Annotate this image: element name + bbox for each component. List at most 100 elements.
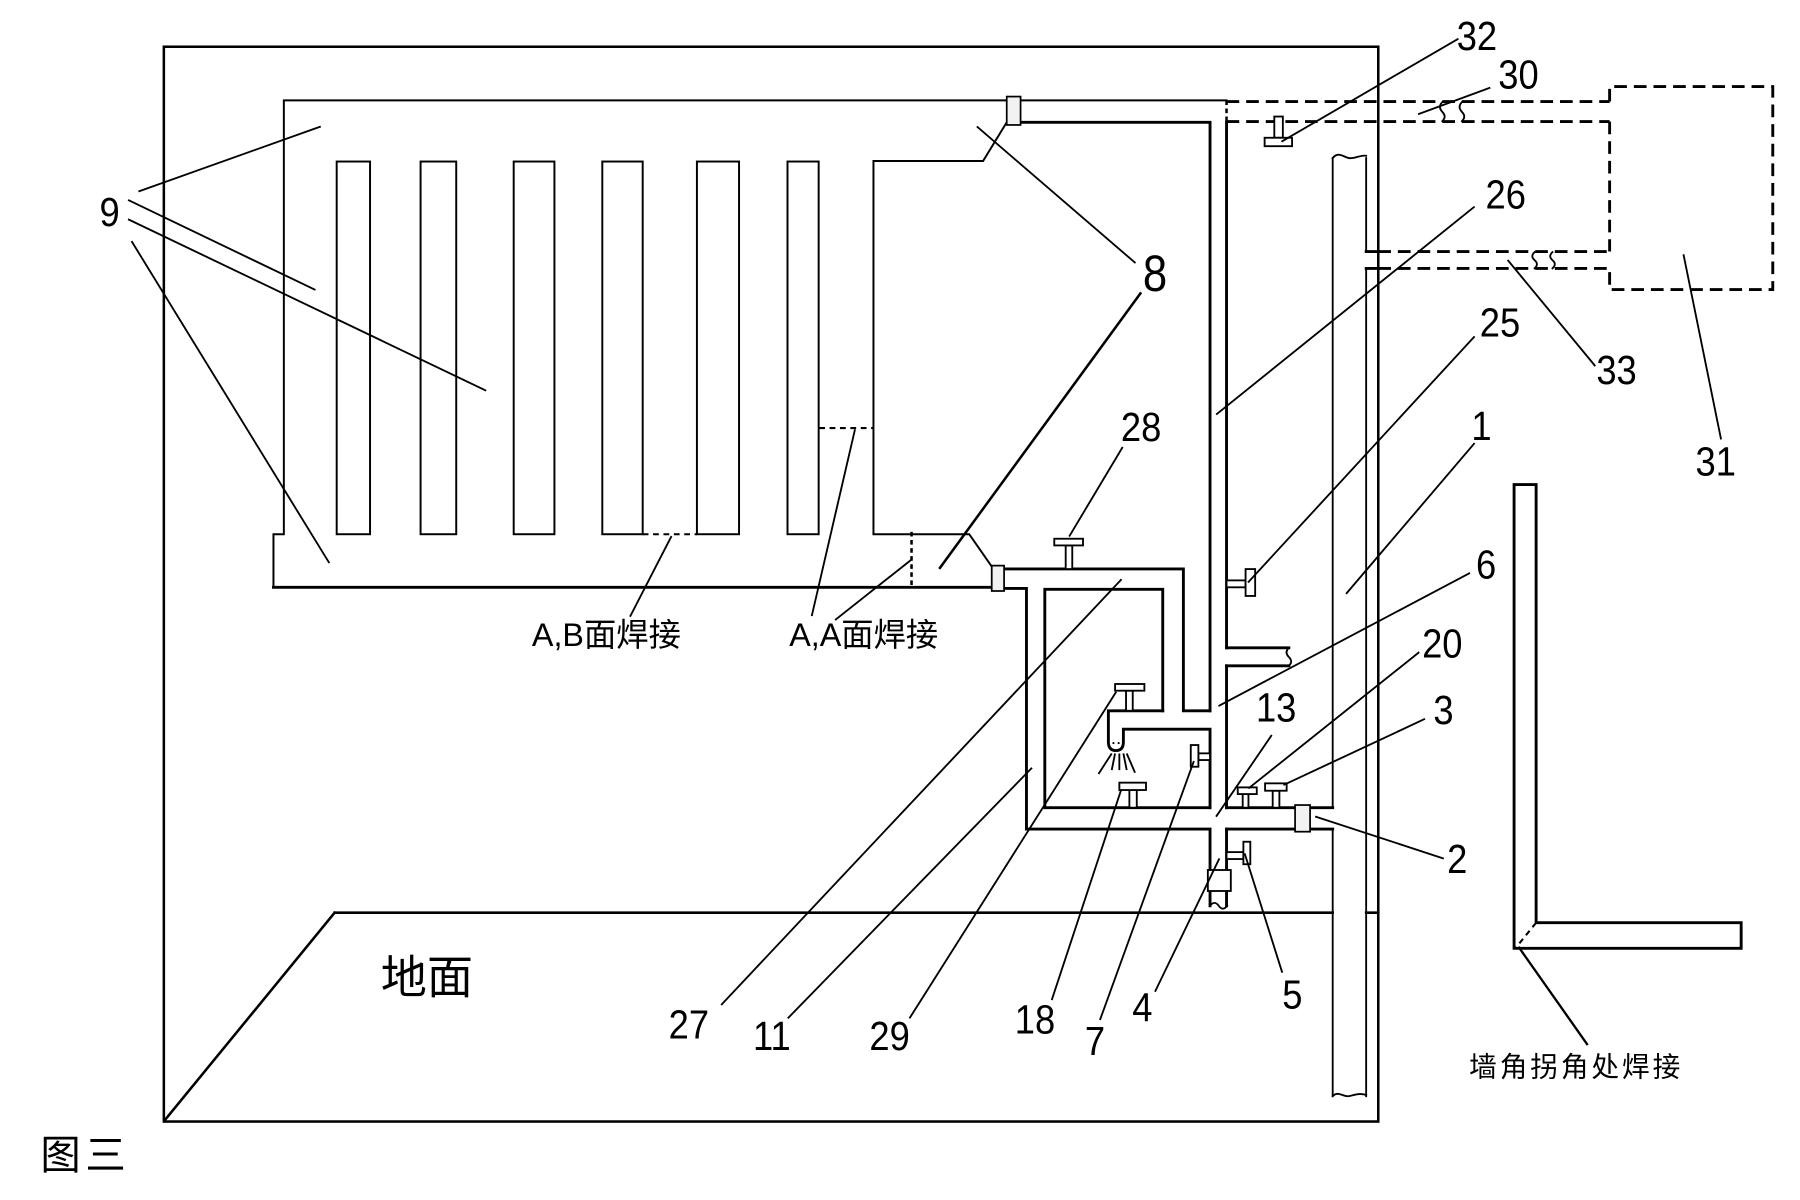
leader-30 [1417, 86, 1491, 116]
radiator-outline-right [872, 120, 1009, 568]
leader-aa-weld [834, 558, 913, 621]
callout-32: 32 [1457, 14, 1497, 59]
radiator-slot [601, 160, 644, 536]
loop-outer-wall [1002, 587, 1212, 908]
callout-30: 30 [1498, 53, 1538, 98]
radiator-slot [786, 160, 820, 536]
leader-lines [127, 37, 1722, 1046]
leader-2 [1314, 815, 1445, 860]
valve-20 [1236, 786, 1258, 809]
wall-corner-weld-note: 墙角拐角处焊接 [1469, 1051, 1683, 1084]
leader-33 [1506, 259, 1597, 367]
leader-28 [1068, 446, 1124, 538]
valve-stem [1125, 689, 1134, 712]
leader-6 [1218, 572, 1471, 707]
pipe-stub [1225, 646, 1291, 668]
leader-9 [130, 240, 331, 564]
leader-9 [127, 199, 316, 291]
leader-32 [1280, 37, 1459, 143]
top-return-pipe [1019, 120, 1212, 713]
riser-pipe-1 [1331, 157, 1368, 1098]
pipe-30-break-mark [1439, 100, 1466, 123]
valve-5 [1225, 840, 1252, 866]
leader-9 [127, 218, 487, 392]
leader-20 [1247, 651, 1420, 790]
callout-4: 4 [1132, 986, 1152, 1031]
pipe-33-solid [1364, 250, 1380, 270]
callout-18: 18 [1015, 998, 1055, 1043]
device-31 [1608, 85, 1775, 292]
valve-stem [1225, 851, 1245, 860]
shower-pipe [1106, 709, 1212, 810]
shower-head-icon [1097, 742, 1136, 775]
valve-handle [1053, 537, 1084, 547]
valve-handle [1236, 786, 1258, 796]
radiator-outline-top-left [272, 99, 1228, 589]
leader-7 [1099, 760, 1195, 1021]
leader-wall-corner-weld [1517, 946, 1589, 1046]
pipe-30 [1226, 100, 1610, 124]
riser-pipe-1-top-break [1331, 153, 1368, 160]
valve-handle [1189, 744, 1200, 768]
leader-5 [1243, 853, 1284, 973]
leader-13 [1215, 734, 1273, 818]
valve-29 [1114, 683, 1146, 712]
callout-20: 20 [1422, 622, 1462, 667]
radiator [272, 99, 1228, 589]
coupling-8-lower [990, 564, 1005, 592]
callout-13: 13 [1256, 686, 1296, 731]
leader-8 [938, 291, 1143, 570]
coupling-2 [1294, 804, 1311, 833]
valve-3 [1264, 782, 1288, 809]
room-frame [162, 45, 1380, 1123]
valve-stem [1271, 789, 1281, 809]
leader-29 [908, 691, 1118, 1019]
callout-9: 9 [100, 190, 120, 235]
valve-18 [1118, 781, 1147, 809]
callout-31: 31 [1696, 440, 1736, 485]
callout-5: 5 [1282, 973, 1302, 1018]
callout-3: 3 [1433, 688, 1453, 733]
ab-face-weld-note: A,B面焊接 [532, 617, 681, 653]
leader-26 [1215, 205, 1476, 416]
leader-31 [1682, 254, 1722, 440]
callout-2: 2 [1447, 837, 1467, 882]
callout-25: 25 [1480, 301, 1520, 346]
pipe-33 [1378, 250, 1610, 270]
wall-corner-weld-seam [1515, 922, 1537, 948]
valve-25 [1225, 568, 1257, 597]
valve-stem [1197, 752, 1211, 761]
callout-28: 28 [1121, 405, 1161, 450]
leader-1 [1345, 442, 1476, 595]
valve-handle [1263, 136, 1293, 148]
leader-9 [138, 125, 322, 193]
leader-25 [1247, 335, 1476, 584]
radiator-slot [419, 160, 458, 536]
aa-face-weld-note: A,A面焊接 [789, 617, 938, 653]
wall-corner-profile [1512, 483, 1743, 950]
callout-7: 7 [1085, 1019, 1105, 1064]
valve-handle [1118, 781, 1147, 791]
callout-29: 29 [869, 1014, 909, 1059]
leader-aa-weld [810, 429, 856, 617]
pipe-33-break-mark [1531, 250, 1556, 270]
wall-corner-outline [1512, 483, 1743, 950]
radiator-slot [695, 160, 741, 536]
radiator-slot [335, 160, 372, 536]
valve-handle [1264, 782, 1288, 792]
leader-ab-weld [629, 535, 673, 618]
valve-stem [1225, 579, 1247, 589]
valve-stem [1064, 544, 1074, 571]
valve-stem [1273, 115, 1284, 139]
callout-33: 33 [1596, 348, 1636, 393]
radiator-slot [512, 160, 556, 536]
pipe-4-break [1208, 901, 1229, 910]
leader-27 [720, 578, 1123, 1006]
branch-pipe-to-riser [1225, 806, 1335, 831]
figure-caption: 图三 [40, 1132, 130, 1179]
shower-nozzle-dot [1112, 742, 1115, 745]
shower-nozzle-dot [1117, 742, 1120, 745]
valve-handle [1114, 683, 1146, 692]
loop-feed-pipe [1002, 567, 1212, 713]
